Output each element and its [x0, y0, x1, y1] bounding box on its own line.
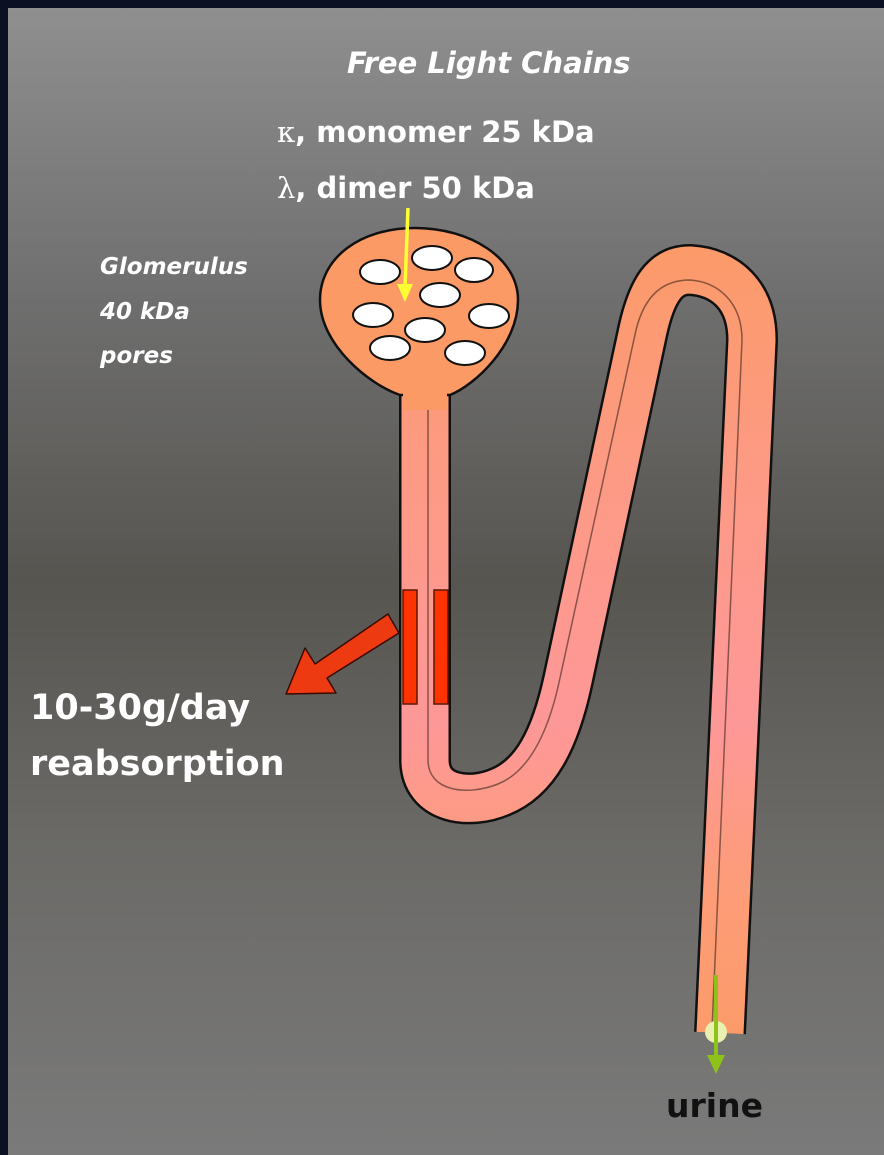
reabsorption-arrow: [286, 614, 399, 694]
kappa-line: κ, monomer 25 kDa: [277, 115, 595, 149]
reabsorption-amount-label: 10-30g/day: [30, 688, 250, 728]
pore: [353, 303, 393, 327]
pore: [360, 260, 400, 284]
pore: [455, 258, 493, 282]
tubule: [425, 270, 752, 1033]
lambda-symbol: λ: [277, 171, 295, 205]
pores-label: pores: [100, 343, 173, 369]
reabsorption-site-left: [403, 590, 417, 704]
reabsorption-site-right: [434, 590, 448, 704]
kappa-symbol: κ: [277, 115, 295, 149]
pore: [420, 283, 460, 307]
kappa-text: , monomer 25 kDa: [295, 115, 595, 149]
pore: [469, 304, 509, 328]
lambda-text: , dimer 50 kDa: [295, 171, 534, 205]
pore: [405, 318, 445, 342]
pore: [412, 246, 452, 270]
pore: [370, 336, 410, 360]
free-light-chains-title: Free Light Chains: [347, 46, 631, 80]
pore-size-label: 40 kDa: [100, 299, 190, 325]
urine-label: urine: [666, 1086, 763, 1125]
pore: [445, 341, 485, 365]
reabsorption-label: reabsorption: [30, 744, 285, 784]
glomerulus-label: Glomerulus: [100, 254, 248, 280]
lambda-line: λ, dimer 50 kDa: [277, 171, 535, 205]
slide-background: Free Light Chains κ, monomer 25 kDa λ, d…: [8, 8, 884, 1155]
